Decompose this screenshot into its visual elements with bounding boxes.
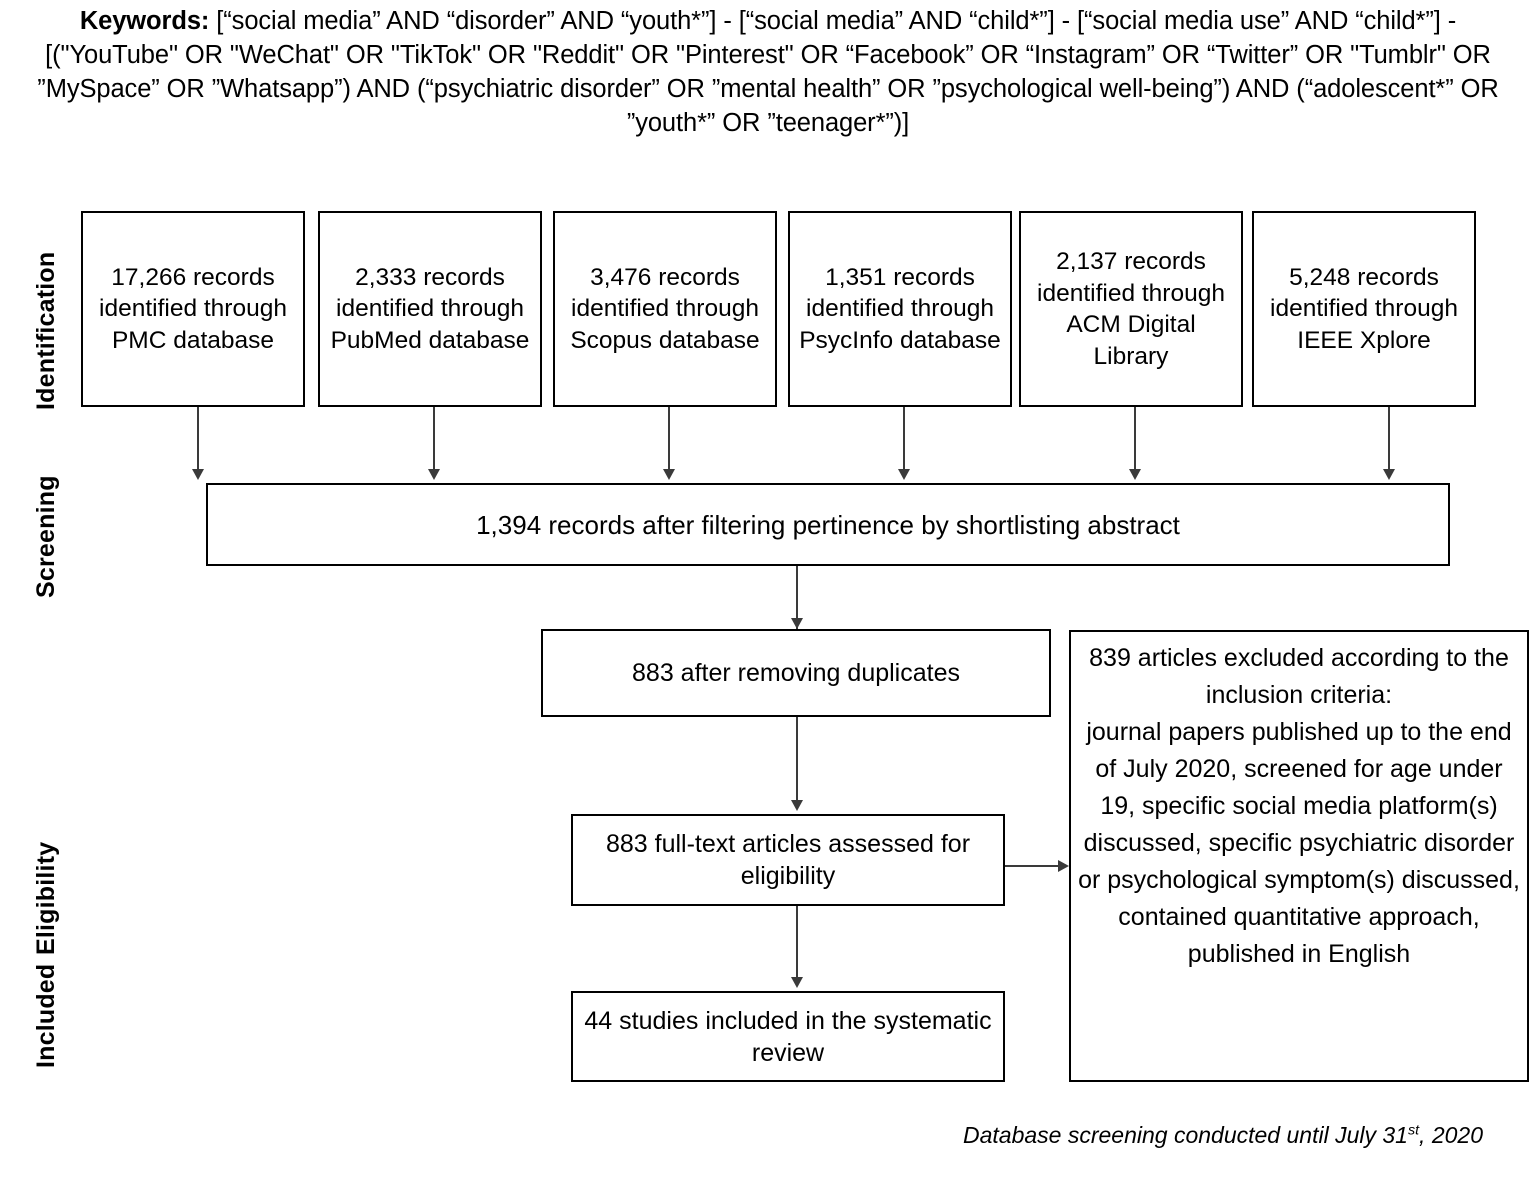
connector-line-acm	[1134, 407, 1136, 469]
source-box-psycinfo: 1,351 records identified through PsycInf…	[788, 211, 1012, 407]
footer-note: Database screening conducted until July …	[963, 1122, 1483, 1149]
connector-line-scopus	[668, 407, 670, 469]
arrow-head-acm	[1129, 469, 1141, 480]
keywords-label: Keywords:	[79, 7, 210, 35]
footer-note-suffix: , 2020	[1419, 1122, 1483, 1148]
connector-line-shortlisted-to-duplicates	[796, 566, 798, 629]
arrow-head-scopus	[663, 469, 675, 480]
arrow-head-ieee	[1383, 469, 1395, 480]
connector-line-pmc	[197, 407, 199, 469]
source-box-scopus: 3,476 records identified through Scopus …	[553, 211, 777, 407]
footer-note-prefix: Database screening conducted until July …	[963, 1122, 1408, 1148]
screening-box-deduplicated: 883 after removing duplicates	[541, 629, 1051, 717]
eligibility-box-fulltext: 883 full-text articles assessed for elig…	[571, 814, 1005, 906]
arrow-head-pmc	[192, 469, 204, 480]
stage-label-included: Included	[32, 963, 60, 1068]
keywords-query: [“social media” AND “disorder” AND “yout…	[37, 7, 1499, 137]
connector-line-fulltext-to-excluded	[1005, 865, 1060, 867]
source-box-ieee: 5,248 records identified through IEEE Xp…	[1252, 211, 1476, 407]
source-box-pmc: 17,266 records identified through PMC da…	[81, 211, 305, 407]
connector-line-psycinfo	[903, 407, 905, 469]
footer-note-ordinal: st	[1407, 1122, 1420, 1139]
arrow-head-duplicates	[791, 618, 803, 629]
connector-line-ieee	[1388, 407, 1390, 469]
keywords-header: Keywords: [“social media” AND “disorder”…	[18, 4, 1518, 140]
arrow-head-included	[791, 977, 803, 988]
arrow-head-excluded	[1058, 860, 1069, 872]
arrow-head-pubmed	[428, 469, 440, 480]
arrow-head-psycinfo	[898, 469, 910, 480]
connector-line-duplicates-to-fulltext	[796, 717, 798, 808]
source-box-pubmed: 2,333 records identified through PubMed …	[318, 211, 542, 407]
stage-label-screening: Screening	[32, 475, 60, 598]
connector-line-fulltext-to-included	[796, 906, 798, 984]
stage-label-eligibility: Eligibility	[32, 841, 60, 955]
screening-box-shortlisted: 1,394 records after filtering pertinence…	[206, 483, 1450, 566]
arrow-head-fulltext	[791, 800, 803, 811]
excluded-box-articles: 839 articles excluded according to the i…	[1069, 630, 1529, 1082]
stage-label-identification: Identification	[32, 251, 60, 410]
included-box-studies: 44 studies included in the systematic re…	[571, 991, 1005, 1082]
source-box-acm: 2,137 records identified through ACM Dig…	[1019, 211, 1243, 407]
connector-line-pubmed	[433, 407, 435, 469]
